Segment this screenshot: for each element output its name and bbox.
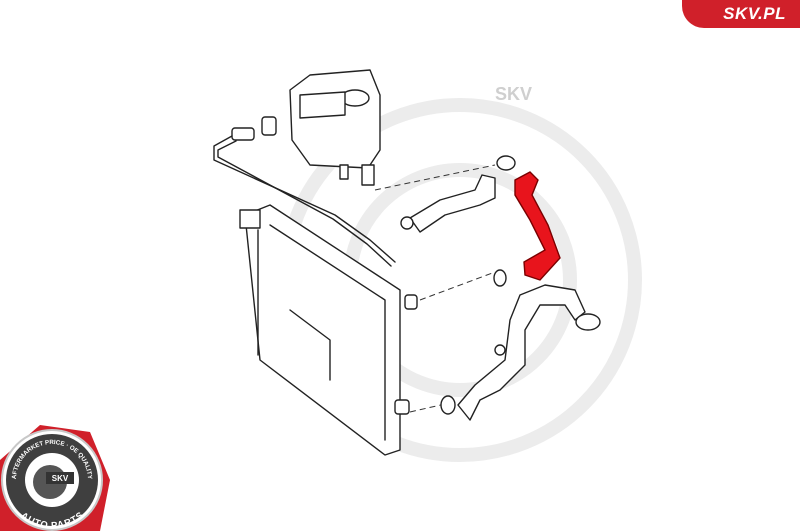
level-sensor-wire	[213, 116, 396, 267]
expansion-tank	[289, 69, 381, 186]
watermark-text: SKV	[495, 84, 532, 104]
brand-site-label: SKV.PL	[723, 4, 786, 23]
upper-small-hose	[400, 155, 516, 233]
skv-logo: SKV AFTERMARKET PRICE · OE QUALITY AUTO …	[0, 425, 110, 531]
lower-radiator-hose	[440, 269, 601, 421]
highlighted-radiator-hose	[514, 171, 561, 281]
radiator	[239, 204, 418, 456]
logo-center-text: SKV	[52, 474, 69, 483]
brand-tab: SKV.PL	[682, 0, 800, 28]
